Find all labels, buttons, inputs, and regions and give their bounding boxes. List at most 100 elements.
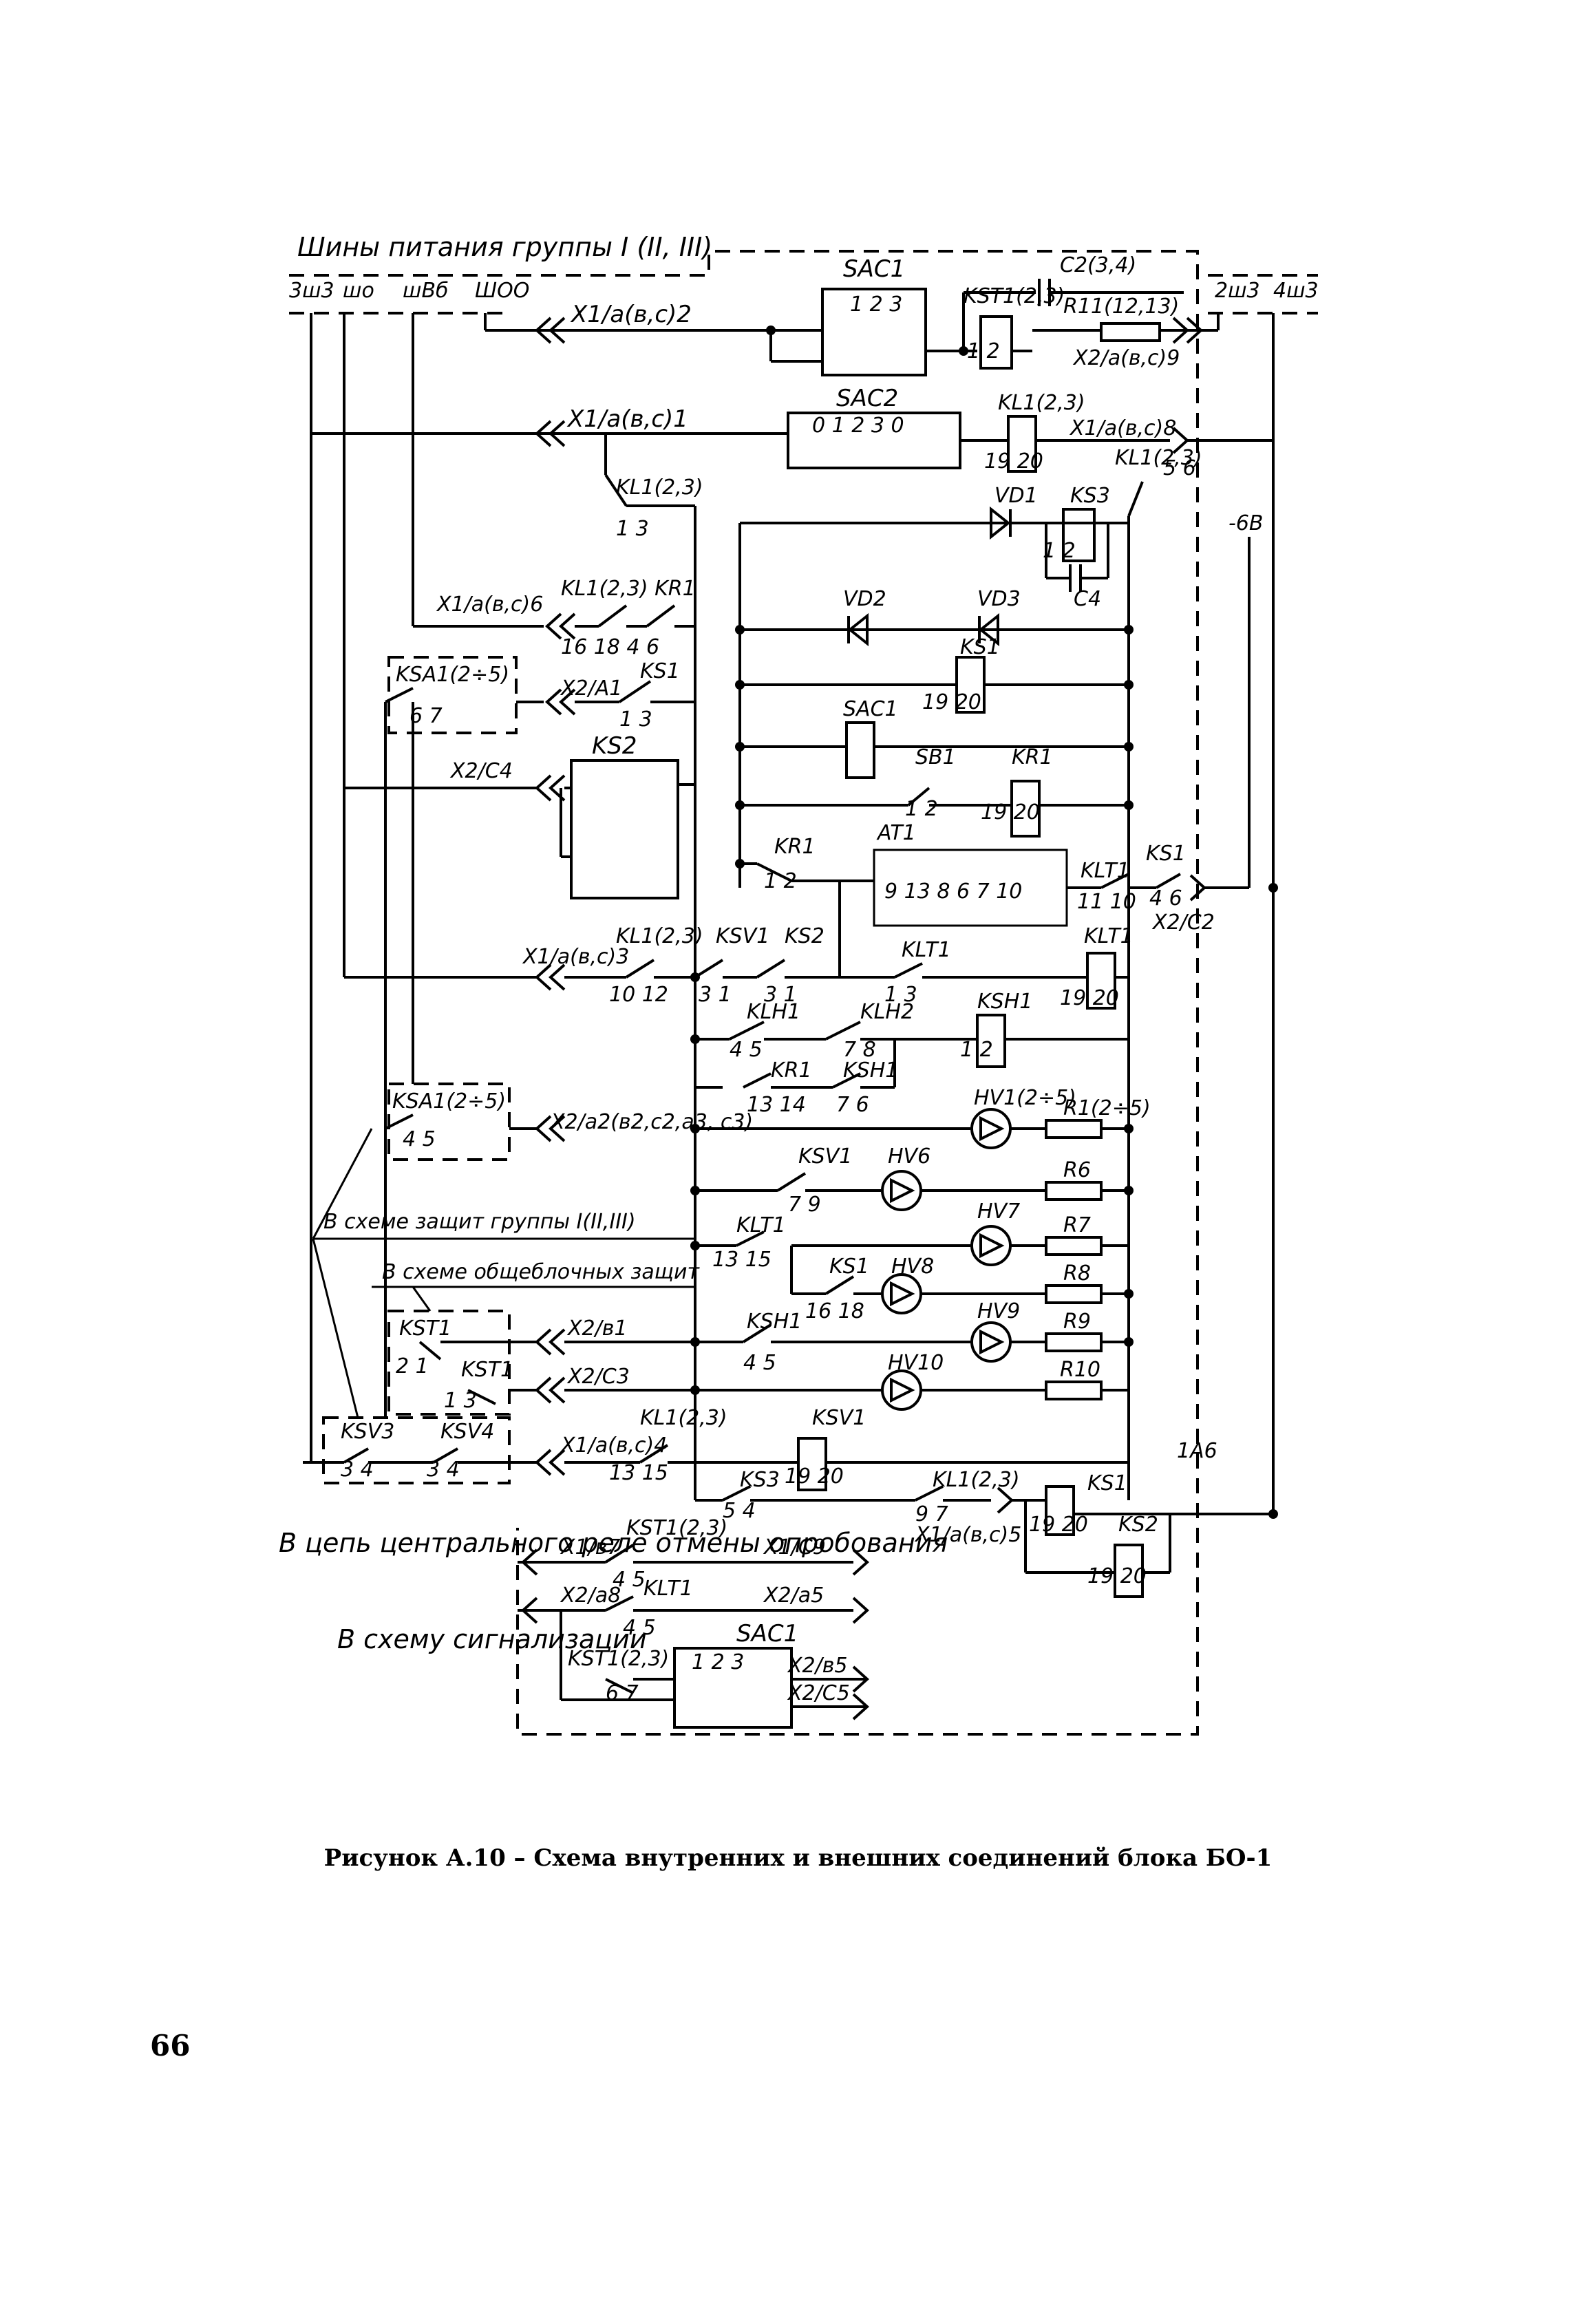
junction-dot [1124,680,1134,690]
label-kl1-c1012: KL1(2,3) [616,924,703,948]
label-ksh1-coil: KSH1 [977,990,1032,1014]
contact-ksa1-67 [385,687,414,703]
contact-ksh1-45 [742,1323,772,1343]
annotation-signal-scheme: В схему сигнализации [337,1624,647,1654]
bus-header-frame [289,274,509,315]
pins-at1: 9 13 8 6 7 10 [884,880,1022,904]
bus-label-shoo: ШОО [475,279,529,303]
pins-ks1-coil-b: 19 20 [1029,1513,1088,1537]
contact-kr1-46 [646,604,676,628]
kr1-coil [1010,780,1041,838]
conn-x2-abc9: X2/а(в,с)9 [1072,346,1180,370]
conn-x1-abc1: X1/а(в,с)1 [566,405,688,433]
pins-ksh1-coil: 1 2 [960,1038,993,1062]
label-vd3: VD3 [977,587,1021,611]
contact-klt1-45 [605,1595,634,1612]
label-kst1-top: KST1(2,3) [964,284,1065,308]
pins-ksv1-coil: 19 20 [785,1464,844,1489]
contact-ks1-1618 [824,1275,855,1295]
sac1-top-switch [821,288,927,376]
label-kl1-c1315: KL1(2,3) [640,1406,727,1430]
junction-dot [690,1241,700,1250]
junction-dot [1124,1186,1134,1195]
connector-icon [545,612,576,640]
contact-kl1-97 [915,1485,944,1502]
junction-dot [690,1186,700,1195]
label-ks1-c46: KS1 [1146,842,1186,866]
pins-kst1-top: 1 2 [967,339,1000,363]
pins-ksh1-c45: 4 5 [743,1351,776,1375]
label-ksh1-c45: KSH1 [747,1310,802,1334]
contact-ks3-54 [722,1485,751,1502]
conn-x2-c2: X2/С2 [1151,910,1215,935]
contact-ksv1-79 [776,1172,807,1192]
pins-klt1-coil: 19 20 [1060,986,1119,1010]
bus-label-sho: шо [343,279,374,303]
label-ks1-coil: KS1 [960,635,1000,659]
pins-ks1-c46: 4 6 [1149,886,1182,910]
figure-caption: Рисунок А.10 – Схема внутренних и внешни… [323,1844,1273,1872]
connector-icon [535,317,566,344]
junction-dot [959,346,968,356]
contact-kst1-45 [604,1544,635,1564]
label-klt1-c45: KLT1 [643,1577,693,1601]
lamp-hv8-diode [890,1281,915,1307]
pins-ks3-c: 5 4 [723,1499,756,1523]
conn-x1-abc4: X1/а(в,с)4 [560,1433,667,1458]
conn-x2-a5: X2/а5 [763,1584,824,1608]
bus-label-4sh3: 4ш3 [1273,279,1319,303]
pins-ksv1-c: 3 1 [699,983,732,1007]
annotation-arrow [412,1286,432,1312]
pins-kl1-56: 5 6 [1163,456,1196,480]
connector-icon [545,688,576,716]
pins-klh1: 4 5 [730,1038,763,1062]
junction-dot [690,1337,700,1347]
label-ksv1-c79: KSV1 [798,1144,852,1169]
label-r8: R8 [1063,1261,1091,1286]
annotation-arrow [312,1238,359,1418]
conn-x2-b1: X2/в1 [566,1316,628,1341]
contact-ksv1-31 [694,959,724,979]
lamp-hv7-diode [979,1233,1005,1259]
contact-kst1-13 [467,1389,496,1405]
label-r10: R10 [1060,1358,1100,1382]
junction-dot [735,680,745,690]
resistor-r8 [1045,1284,1103,1304]
conn-x1-abc6: X1/а(в,с)6 [436,593,543,617]
annotation-central-relay: В цепь центрального реле отмены опробова… [279,1528,948,1558]
button-sb1 [907,787,930,807]
pins-kr1-c1314: 13 14 [747,1093,806,1117]
pins-ks1-c: 1 3 [619,707,652,732]
connector-icon [535,1115,566,1142]
label-kst1-c13: KST1 [461,1358,513,1382]
pins-ksv1-c79: 7 9 [788,1193,821,1217]
kst1-box [387,1310,511,1416]
diode-vd3 [978,612,999,647]
pins-ks1-coil: 19 20 [922,690,981,714]
annotation-common-block-scheme: В схеме общеблочных защит [382,1260,700,1284]
label-kr1-c: KR1 [774,835,816,859]
contact-ks1-13 [618,680,652,703]
sac1-mid-switch [570,759,679,899]
ks3-coil [1062,508,1096,562]
pins-ks3: 1 2 [1043,539,1076,563]
conn-x2-b5: X2/в5 [787,1654,848,1678]
label-r9: R9 [1063,1310,1091,1334]
junction-dot [766,326,776,335]
label-vd2: VD2 [843,587,886,611]
pins-kr1-coil: 19 20 [981,800,1040,824]
ks2-coil [845,721,875,779]
bus-label-shvb: шВб [403,279,449,303]
contact-kl1-1012 [625,959,655,979]
junction-dot [1124,742,1134,751]
junction-dot [1124,1289,1134,1299]
label-c4: C4 [1074,587,1101,611]
lamp-hv8 [881,1273,922,1314]
label-klt1-coil: KLT1 [1084,924,1134,948]
annotation-arrow [312,1128,373,1239]
conn-x2-c3: X2/С3 [566,1365,630,1389]
lamp-hv6 [881,1170,922,1211]
contact-kl1-1315 [639,1444,669,1464]
label-hv1: HV1(2÷5) [974,1086,1076,1110]
label-ks2-coil: SAC1 [843,697,898,721]
